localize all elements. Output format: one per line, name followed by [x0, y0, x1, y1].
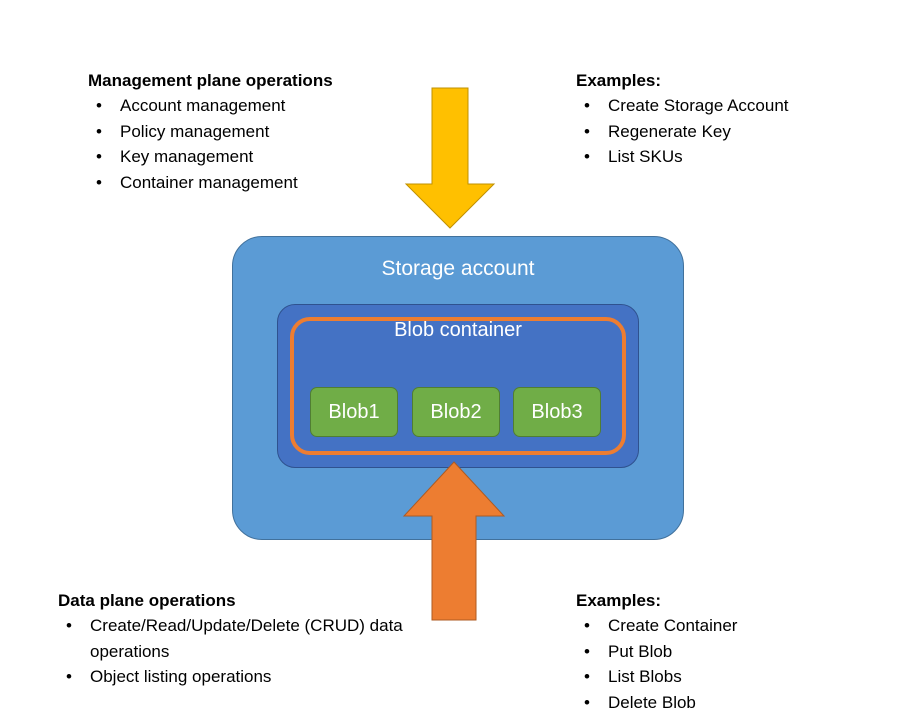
- list-item-label: Create Storage Account: [608, 96, 789, 115]
- management-plane-title: Management plane operations: [88, 71, 333, 90]
- list-item-label: Key management: [120, 147, 254, 166]
- bullet-icon: •: [96, 172, 102, 192]
- list-item: • Object listing operations: [58, 664, 418, 690]
- bullet-icon: •: [66, 616, 72, 635]
- bullet-icon: •: [96, 121, 102, 141]
- management-plane-arrow: [404, 87, 496, 229]
- list-item-label: Delete Blob: [608, 692, 696, 712]
- management-plane-text-block: Management plane operations • Account ma…: [88, 68, 333, 195]
- blob-box: Blob1: [310, 387, 398, 437]
- data-examples-text-block: Examples: • Create Container • Put Blob …: [576, 588, 737, 715]
- list-item-label: Put Blob: [608, 641, 673, 661]
- list-item-label: Create Container: [608, 616, 738, 635]
- bullet-icon: •: [66, 667, 72, 686]
- bullet-icon: •: [584, 96, 590, 115]
- blob-container-highlight-outline: [290, 317, 626, 455]
- bullet-icon: •: [96, 147, 102, 166]
- data-examples-list: • Create Container • Put Blob • List Blo…: [576, 613, 737, 715]
- list-item: • Regenerate Key: [576, 119, 789, 145]
- list-item-label: Create/Read/Update/Delete (CRUD) data op…: [90, 616, 403, 661]
- bullet-icon: •: [584, 667, 590, 686]
- list-item-label: Object listing operations: [90, 667, 272, 686]
- list-item: • Create Container: [576, 613, 737, 639]
- data-plane-title: Data plane operations: [58, 591, 236, 610]
- list-item: • Delete Blob: [576, 690, 737, 716]
- bullet-icon: •: [584, 692, 590, 712]
- data-plane-list: • Create/Read/Update/Delete (CRUD) data …: [58, 613, 418, 690]
- list-item: • Create/Read/Update/Delete (CRUD) data …: [58, 613, 418, 664]
- list-item: • List Blobs: [576, 664, 737, 690]
- data-plane-text-block: Data plane operations • Create/Read/Upda…: [58, 588, 418, 690]
- data-plane-arrow: [402, 461, 506, 621]
- management-examples-text-block: Examples: • Create Storage Account • Reg…: [576, 68, 789, 170]
- bullet-icon: •: [584, 147, 590, 166]
- list-item: • List SKUs: [576, 144, 789, 170]
- list-item: • Account management: [88, 93, 333, 119]
- management-examples-list: • Create Storage Account • Regenerate Ke…: [576, 93, 789, 170]
- data-examples-title: Examples:: [576, 591, 662, 610]
- management-examples-title: Examples:: [576, 71, 662, 90]
- list-item: • Put Blob: [576, 639, 737, 665]
- blob-box: Blob3: [513, 387, 601, 437]
- storage-account-label: Storage account: [381, 257, 535, 280]
- bullet-icon: •: [96, 96, 102, 115]
- blob-box: Blob2: [412, 387, 500, 437]
- list-item-label: Container management: [120, 172, 298, 192]
- list-item-label: Policy management: [120, 121, 270, 141]
- list-item-label: List Blobs: [608, 667, 682, 686]
- list-item-label: List SKUs: [608, 147, 683, 166]
- list-item: • Policy management: [88, 119, 333, 145]
- bullet-icon: •: [584, 616, 590, 635]
- management-plane-list: • Account management • Policy management…: [88, 93, 333, 195]
- list-item-label: Account management: [120, 96, 286, 115]
- list-item-label: Regenerate Key: [608, 121, 731, 141]
- blob-container-box: Blob container: [277, 304, 639, 468]
- list-item: • Create Storage Account: [576, 93, 789, 119]
- blob-container-label: Blob container: [394, 319, 522, 341]
- list-item: • Container management: [88, 170, 333, 196]
- list-item: • Key management: [88, 144, 333, 170]
- bullet-icon: •: [584, 641, 590, 661]
- bullet-icon: •: [584, 121, 590, 141]
